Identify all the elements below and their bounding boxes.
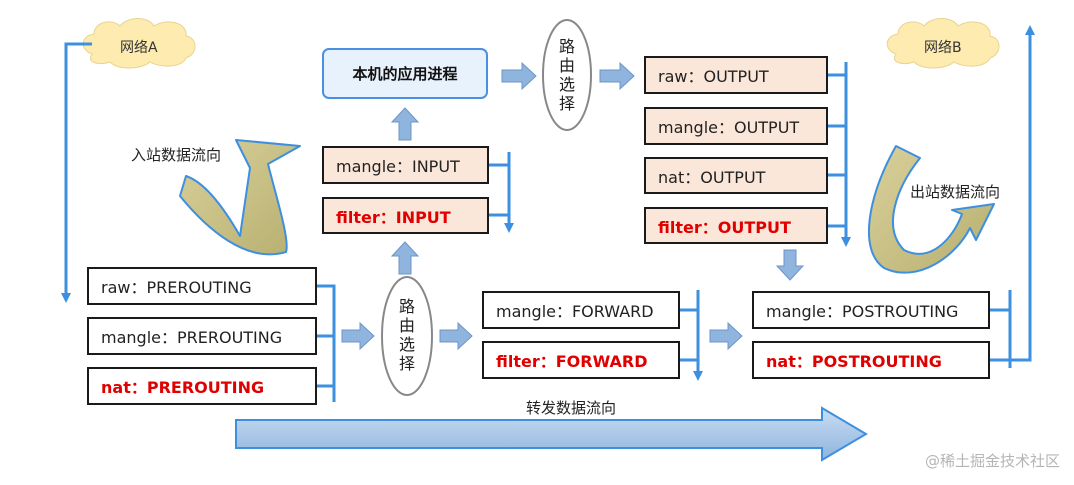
forward-flow-arrow (235, 406, 868, 462)
routing-ellipse-bottom (381, 276, 433, 396)
block-arrows-right (341, 61, 743, 351)
block-arrows-vertical (390, 107, 805, 281)
cloud-network-b (886, 18, 1000, 69)
arrow-output-to-post (775, 249, 805, 281)
chain-nat-output: nat：OUTPUT (644, 157, 828, 194)
app-process-box: 本机的应用进程 (322, 48, 488, 99)
outbound-flow-line (1010, 25, 1035, 362)
outbound-flow-label: 出站数据流向 (910, 183, 1001, 201)
chain-filter-output: filter：OUTPUT (644, 207, 828, 244)
postrouting-bracket (990, 290, 1012, 368)
cloud-network-a (82, 18, 196, 69)
prerouting-bracket (317, 284, 336, 402)
chain-filter-input: filter：INPUT (322, 197, 489, 234)
chain-filter-forward: filter：FORWARD (482, 341, 680, 379)
arrow-input-to-app (390, 107, 420, 141)
forward-bracket (680, 290, 698, 376)
arrow-route-to-forward (439, 321, 473, 351)
routing-label-top: 路由选择 (558, 37, 575, 113)
arrow-forward-to-post (709, 321, 743, 351)
chain-mangle-prerouting: mangle：PREROUTING (87, 317, 317, 355)
chain-mangle-output: mangle：OUTPUT (644, 107, 828, 145)
chain-raw-prerouting: raw：PREROUTING (87, 267, 317, 305)
arrow-pre-to-route (341, 321, 375, 351)
inbound-curve-arrow (179, 139, 301, 256)
outbound-curve-arrow (867, 145, 995, 274)
watermark: @稀土掘金技术社区 (924, 452, 1060, 470)
chain-nat-prerouting: nat：PREROUTING (87, 367, 317, 405)
chain-raw-output: raw：OUTPUT (644, 56, 828, 94)
chain-nat-postrouting: nat：POSTROUTING (752, 341, 990, 379)
chain-mangle-postrouting: mangle：POSTROUTING (752, 291, 990, 329)
chain-mangle-forward: mangle：FORWARD (482, 291, 680, 329)
inbound-flow-label: 入站数据流向 (131, 146, 222, 164)
routing-ellipse-top (542, 19, 592, 131)
input-bracket (489, 152, 509, 228)
network-a-label: 网络A (120, 40, 158, 56)
output-bracket (828, 62, 846, 242)
routing-label-bottom: 路由选择 (398, 297, 415, 373)
arrow-route-to-input (390, 241, 420, 275)
chain-mangle-input: mangle：INPUT (322, 146, 489, 184)
arrow-app-to-route (501, 61, 537, 91)
network-b-label: 网络B (924, 40, 962, 56)
inbound-flow-line (61, 42, 92, 303)
arrow-route-to-output (599, 61, 635, 91)
forward-flow-label: 转发数据流向 (526, 399, 617, 417)
